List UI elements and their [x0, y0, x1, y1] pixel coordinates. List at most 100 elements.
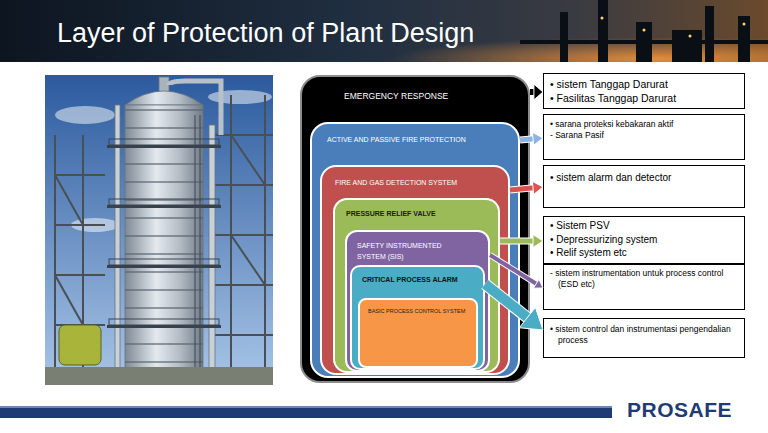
callout-box: • Sistem PSV• Depressurizing system• Rel…: [543, 216, 745, 264]
refinery-silhouette-part: [560, 12, 568, 62]
bullet-text: - Sarana Pasif: [550, 130, 738, 141]
ladder-part: [195, 115, 196, 375]
connector-outline: [530, 88, 535, 96]
connector-arrow: [510, 181, 543, 194]
layer-label: BASIC PROCESS CONTROL SYSTEM: [368, 308, 472, 315]
connector-arrow: [520, 132, 543, 145]
header-glow: [0, 0, 768, 62]
clouds-part: [55, 106, 115, 124]
arrow-head: [532, 132, 543, 145]
connector-arrow: [530, 84, 543, 100]
steel-structure-left-part: [55, 274, 105, 276]
callout-box: • sistem Tanggap Darurat• Fasilitas Tang…: [543, 73, 745, 109]
plant-lights-part: [643, 29, 646, 32]
clouds-part: [208, 90, 272, 104]
layer-label: EMERGENCY RESPONSE: [344, 91, 524, 102]
steel-structure-left-part: [55, 174, 105, 176]
column-dome: [125, 91, 203, 105]
steel-structure-right: [215, 95, 273, 385]
steel-structure-left: [55, 135, 105, 385]
refinery-silhouette: [520, 0, 768, 62]
protection-layer: CRITICAL PROCESS ALARM BASIC PROCESS CONT…: [350, 265, 485, 370]
vessel: [59, 325, 101, 365]
bullet-text: • Sistem PSV: [550, 219, 738, 233]
connector-shaft: [490, 255, 537, 284]
bullet-text: • Depressurizing system: [550, 233, 738, 247]
label-holder: PROSAFE: [627, 397, 732, 422]
bullet-text: - sistem instrumentation untuk process c…: [550, 268, 738, 291]
bullet-text: • sistem control dan instrumentasi penge…: [550, 324, 738, 347]
bullet-text: • sarana proteksi kebakaran aktif: [550, 119, 738, 130]
steel-structure-left-part: [55, 175, 83, 225]
header-ground: [0, 0, 768, 62]
platforms-part: [107, 145, 221, 148]
platforms-part: [107, 265, 221, 268]
platforms-part: [109, 319, 219, 325]
platforms-part: [109, 259, 219, 265]
bullet-text: • sistem alarm dan detector: [550, 171, 738, 185]
connector-shaft: [500, 239, 534, 244]
header-band: [0, 0, 768, 62]
connector-outline: [520, 139, 534, 140]
plant-lights: [601, 17, 746, 38]
ladder: [195, 115, 200, 375]
bullet-text: • Fasilitas Tanggap Darurat: [550, 91, 738, 105]
steel-structure-left-part: [54, 135, 56, 385]
protection-layer: FIRE AND GAS DETECTION SYSTEM PRESSURE RE…: [320, 165, 510, 375]
slide-title: Layer of Protection of Plant Design: [57, 17, 474, 49]
arrow-head: [533, 279, 543, 288]
bullet-text: • sistem Tanggap Darurat: [550, 77, 738, 91]
platforms: [107, 139, 221, 328]
connector-shaft: [530, 89, 535, 95]
steel-structure-right-part: [264, 95, 266, 385]
steel-structure-right-part: [215, 234, 273, 236]
connector-outline: [490, 255, 537, 284]
footer-band: [0, 408, 612, 418]
steel-structure-right-part: [215, 134, 273, 136]
bullet-text: • Relif system etc: [550, 246, 738, 260]
layer-label: ACTIVE AND PASSIVE FIRE PROTECTION: [327, 135, 514, 144]
layer-label: SAFETY INSTRUMENTED SYSTEM (SIS): [357, 240, 457, 262]
platforms-part: [107, 325, 221, 328]
company-logo: PROSAFE: [627, 397, 732, 422]
platforms-part: [109, 139, 219, 145]
refinery-silhouette-part: [738, 16, 750, 62]
refinery-silhouette-part: [598, 0, 608, 62]
callout-box: • sistem alarm dan detector: [543, 165, 745, 208]
refinery-silhouette-part: [520, 40, 768, 44]
layer-label: PRESSURE RELIEF VALVE: [346, 209, 494, 218]
steel-structure-right-part: [230, 95, 232, 385]
connector-shaft: [510, 188, 534, 190]
footer-bar: [0, 406, 612, 418]
protection-layer: ACTIVE AND PASSIVE FIRE PROTECTION FIRE A…: [310, 122, 520, 378]
plant-lights-part: [743, 23, 746, 26]
ladder-part: [200, 115, 201, 375]
ground: [45, 367, 273, 385]
pipe: [209, 125, 215, 385]
arrow-head: [534, 84, 543, 100]
connector-arrow: [490, 255, 543, 288]
protection-layer: EMERGENCY RESPONSE ACTIVE AND PASSIVE FIR…: [300, 75, 530, 383]
platforms-part: [109, 199, 219, 205]
plant-lights-part: [689, 35, 692, 38]
steel-structure-right-part: [231, 135, 265, 185]
steel-structure-right-part: [231, 235, 265, 285]
layer-label: CRITICAL PROCESS ALARM: [362, 275, 479, 284]
protection-layer: BASIC PROCESS CONTROL SYSTEM: [358, 298, 478, 368]
title-holder: Layer of Protection of Plant Design: [57, 17, 474, 49]
callout-box: - sistem instrumentation untuk process c…: [543, 264, 745, 310]
arrow-head: [533, 235, 543, 248]
platforms-part: [107, 205, 221, 208]
connector-outline: [500, 238, 534, 245]
connector-arrow: [500, 235, 543, 248]
layer-label: FIRE AND GAS DETECTION SYSTEM: [335, 178, 504, 187]
connector-arrow: [485, 284, 543, 330]
footer-line: [0, 406, 612, 408]
refinery-silhouette-part: [672, 30, 702, 62]
protection-layer: PRESSURE RELIEF VALVE SAFETY INSTRUMENTED…: [333, 198, 500, 373]
protection-layer: SAFETY INSTRUMENTED SYSTEM (SIS) CRITICAL…: [345, 230, 490, 372]
steel-structure-left-part: [55, 224, 105, 226]
arrow-head: [519, 307, 543, 330]
